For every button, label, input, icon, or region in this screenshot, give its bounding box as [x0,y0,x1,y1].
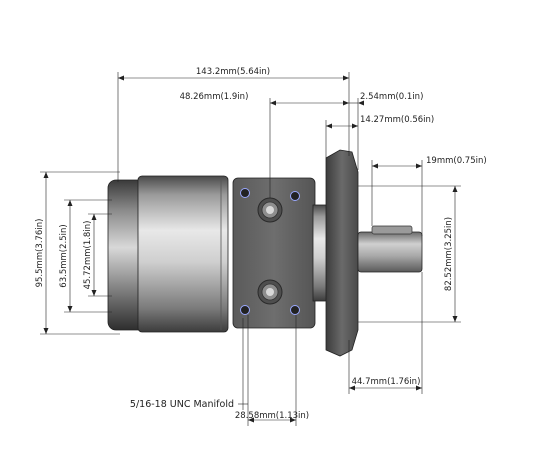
dim-port-spacing: 28.58mm(1.13in) [235,411,309,421]
manifold-bolt-holes [240,188,300,315]
manifold-note: 5/16-18 UNC Manifold [130,399,234,410]
dim-inner-height: 45.72mm(1.8in) [83,221,93,290]
dim-keyway: 19mm(0.75in) [426,156,487,166]
output-shaft [357,231,423,273]
main-housing [137,175,229,333]
shaft-key [371,225,413,235]
mounting-flange [325,149,359,357]
dim-shaft-length: 44.7mm(1.76in) [352,377,421,387]
dim-housing-height: 95.5mm(3.76in) [35,219,45,288]
dimension-arrows [43,75,458,423]
dim-flange-height: 82.52mm(3.25in) [444,217,454,291]
dim-pilot-length: 14.27mm(0.56in) [360,115,434,125]
dim-overall-length: 143.2mm(5.64in) [196,67,270,77]
dim-flange-thickness: 2.54mm(0.1in) [360,92,423,102]
port-lower [257,279,283,305]
pilot-ring [312,204,328,302]
dim-mount-offset: 48.26mm(1.9in) [180,92,249,102]
motor-body [107,149,423,357]
dim-body-height: 63.5mm(2.5in) [59,224,69,287]
dimension-labels: 143.2mm(5.64in) 48.26mm(1.9in) 2.54mm(0.… [35,67,487,421]
port-upper [257,197,283,223]
